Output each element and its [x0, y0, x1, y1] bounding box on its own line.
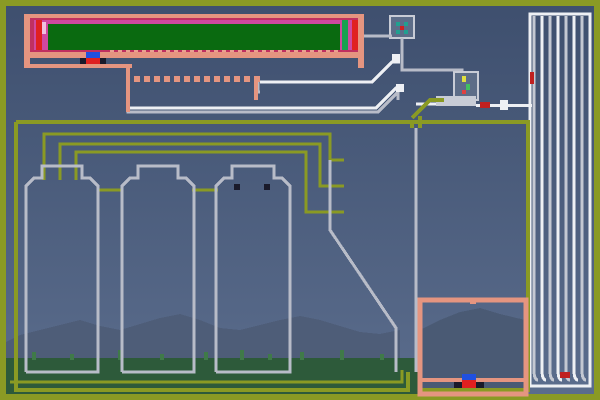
- salmon-dash-segment: [154, 76, 160, 82]
- display-dot: [134, 50, 138, 52]
- display-dot: [302, 50, 306, 52]
- tank-2: [120, 164, 196, 374]
- display-dot: [326, 50, 330, 52]
- switch-block: [436, 71, 479, 106]
- display-dot: [126, 50, 130, 52]
- display-dot: [198, 50, 202, 52]
- coil-pipe: [548, 16, 555, 382]
- inset-hills: [420, 308, 525, 400]
- salmon-dash-segment: [244, 76, 250, 82]
- display-dot: [142, 50, 146, 52]
- coil-pipe: [532, 16, 539, 382]
- display-dot: [214, 50, 218, 52]
- display-dot: [238, 50, 242, 52]
- display-dot: [278, 50, 282, 52]
- salmon-dash-segment: [164, 76, 170, 82]
- display-dot: [206, 50, 210, 52]
- olive-inner-frame: [14, 98, 530, 392]
- coil-pipe: [540, 16, 547, 382]
- tank-1: [24, 164, 100, 374]
- salmon-dash-segment: [134, 76, 140, 82]
- display-dot: [166, 50, 170, 52]
- display-dot: [262, 50, 266, 52]
- display-dot: [190, 50, 194, 52]
- display-dot: [310, 50, 314, 52]
- display-dot: [174, 50, 178, 52]
- salmon-dash-segment: [224, 76, 230, 82]
- display-dot: [334, 50, 338, 52]
- display-dot: [158, 50, 162, 52]
- display-dot: [270, 50, 274, 52]
- display-dot: [182, 50, 186, 52]
- grass-strip: [0, 358, 420, 400]
- display-gem-icon: [80, 52, 106, 64]
- grass-blades: [32, 350, 384, 360]
- display-dot: [286, 50, 290, 52]
- coil-pipe: [572, 16, 579, 382]
- display-dot: [222, 50, 226, 52]
- display-base-bracket: [24, 58, 364, 68]
- salmon-dash-segment: [204, 76, 210, 82]
- salmon-dash-segment: [194, 76, 200, 82]
- display-panel: [24, 14, 364, 58]
- tanks: [24, 164, 292, 374]
- output-wire: [476, 100, 532, 110]
- green-display-screen: [48, 24, 340, 50]
- display-dot: [254, 50, 258, 52]
- display-dot: [230, 50, 234, 52]
- chip-icon: [389, 15, 415, 39]
- display-dot: [246, 50, 250, 52]
- junction-arrow-icons: [392, 54, 404, 92]
- salmon-dash-segment: [174, 76, 180, 82]
- display-dot: [318, 50, 322, 52]
- display-dot: [110, 50, 114, 52]
- tank-eyes-icon: [234, 184, 270, 190]
- coil-red-markers: [530, 72, 570, 378]
- display-underline-dots: [110, 50, 338, 52]
- salmon-dash-segment: [184, 76, 190, 82]
- display-dot: [150, 50, 154, 52]
- coil-pipe: [580, 16, 587, 382]
- display-dot: [294, 50, 298, 52]
- coil-pipe: [556, 16, 563, 382]
- olive-tank-wires: [10, 132, 404, 384]
- salmon-dash-segment: [234, 76, 240, 82]
- salmon-dash-segment: [144, 76, 150, 82]
- status-lamp-icon: [454, 374, 484, 388]
- tank-3: [214, 164, 292, 374]
- diagonal-pipe: [328, 128, 418, 372]
- salmon-dash-segment: [214, 76, 220, 82]
- display-dot: [118, 50, 122, 52]
- salmon-wire: [126, 64, 258, 112]
